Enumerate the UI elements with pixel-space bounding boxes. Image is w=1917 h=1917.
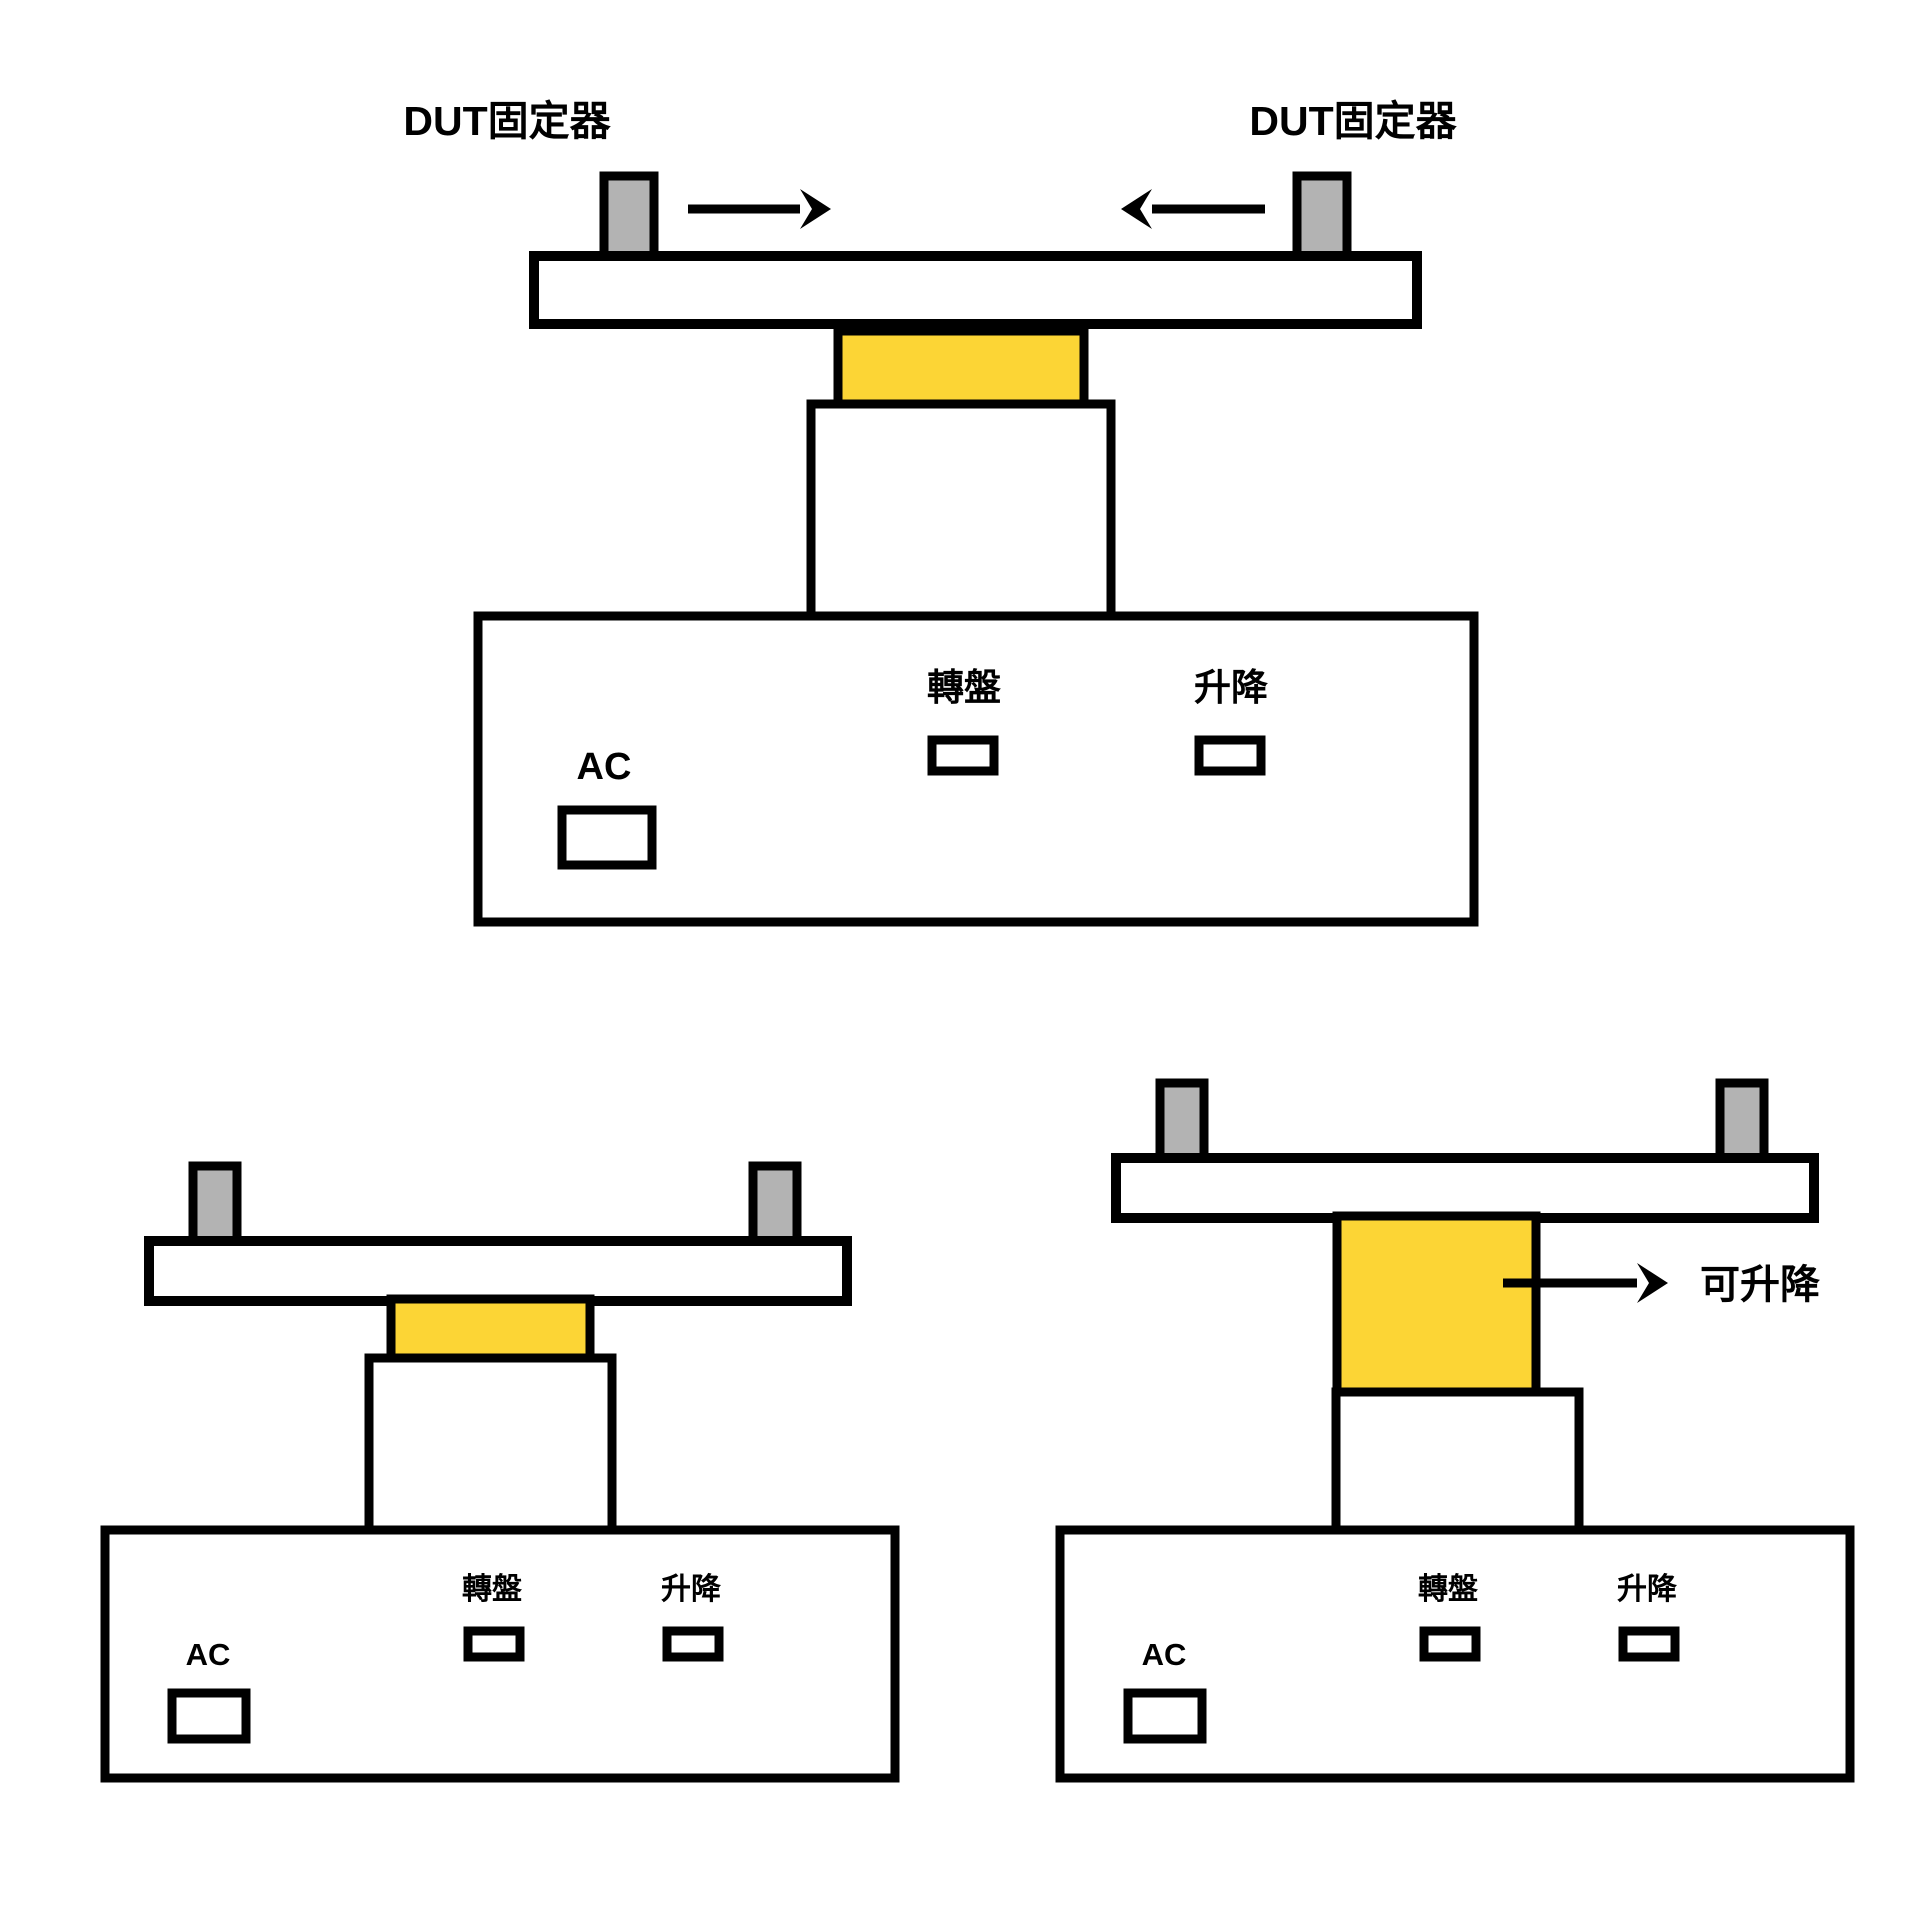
top-dut-label-left: DUT固定器 <box>403 98 611 144</box>
br-pedestal-column <box>1331 1387 1584 1535</box>
top-ac-label: AC <box>577 746 632 788</box>
bl-lift-port <box>662 1626 724 1662</box>
bottom-right-panel-group: 可升降 轉盤 升降 AC <box>1055 1078 1855 1783</box>
bl-ac-label: AC <box>186 1637 231 1672</box>
top-lift-port <box>1194 735 1266 776</box>
top-turntable-label: 轉盤 <box>927 667 1001 708</box>
bl-ac-port <box>167 1688 251 1744</box>
br-lift-block-yellow <box>1332 1211 1541 1397</box>
bottom-left-panel-group: 轉盤 升降 AC <box>100 1161 900 1783</box>
br-ac-label: AC <box>1142 1637 1187 1672</box>
bl-lift-label: 升降 <box>661 1573 722 1606</box>
bl-dut-platform <box>144 1236 852 1306</box>
top-arrow-left-icon <box>1121 189 1265 229</box>
br-dut-holder-left <box>1155 1078 1209 1163</box>
br-callout-arrow-icon <box>1503 1263 1668 1303</box>
bl-turntable-label: 轉盤 <box>462 1573 522 1606</box>
top-lift-block-yellow <box>833 326 1089 409</box>
br-dut-platform <box>1111 1153 1819 1223</box>
br-ac-port <box>1123 1688 1207 1744</box>
bl-pedestal-column <box>364 1353 617 1535</box>
bl-turntable-port <box>463 1626 525 1662</box>
br-turntable-port <box>1419 1626 1481 1662</box>
top-pedestal-column <box>806 399 1116 621</box>
top-dut-holder-left <box>599 171 659 261</box>
bl-lift-block-yellow <box>386 1294 595 1363</box>
top-dut-platform <box>529 251 1422 329</box>
top-dut-holder-right <box>1292 171 1352 261</box>
top-dut-label-right: DUT固定器 <box>1249 98 1457 144</box>
br-lift-label: 升降 <box>1617 1573 1678 1606</box>
br-turntable-label: 轉盤 <box>1418 1573 1478 1606</box>
top-ac-port <box>557 805 657 870</box>
top-turntable-port <box>927 735 999 776</box>
bl-dut-holder-left <box>188 1161 242 1246</box>
br-lift-port <box>1618 1626 1680 1662</box>
br-callout-label: 可升降 <box>1700 1263 1820 1307</box>
top-arrow-right-icon <box>688 189 831 229</box>
top-lift-label: 升降 <box>1194 667 1268 708</box>
bl-dut-holder-right <box>748 1161 802 1246</box>
br-dut-holder-right <box>1715 1078 1769 1163</box>
top-panel-group: DUT固定器 DUT固定器 轉盤 升降 AC <box>403 98 1479 927</box>
